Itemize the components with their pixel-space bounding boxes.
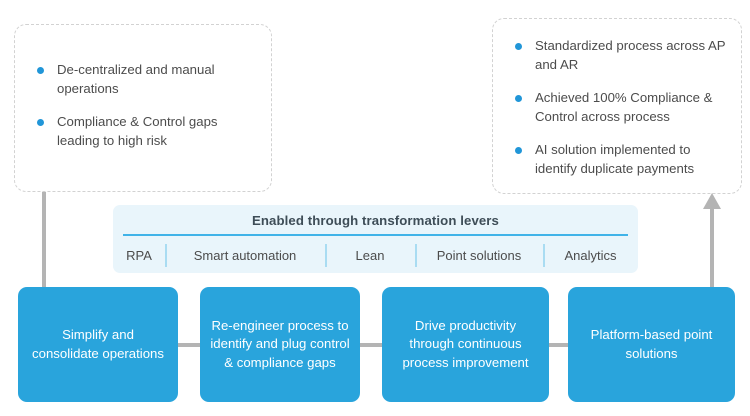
list-item: AI solution implemented to identify dupl…	[513, 141, 727, 178]
outcomes-bullet-list: Standardized process across AP and AR Ac…	[513, 37, 727, 178]
current-state-callout: De-centralized and manual operations Com…	[14, 24, 272, 192]
process-step-platform-based[interactable]: Platform-based point solutions	[568, 287, 735, 402]
list-item: Achieved 100% Compliance & Control acros…	[513, 89, 727, 126]
process-step-drive-productivity[interactable]: Drive productivity through continuous pr…	[382, 287, 549, 402]
bullet-text: AI solution implemented to identify dupl…	[535, 142, 695, 176]
process-step-label: Platform-based point solutions	[590, 327, 713, 361]
bullet-dot-icon	[515, 43, 522, 50]
lever-item-rpa[interactable]: RPA	[126, 248, 152, 263]
bullet-dot-icon	[37, 67, 44, 74]
current-state-bullet-list: De-centralized and manual operations Com…	[35, 61, 257, 150]
bullet-dot-icon	[515, 95, 522, 102]
bullet-text: De-centralized and manual operations	[57, 62, 215, 96]
bullet-dot-icon	[37, 119, 44, 126]
process-step-label: Simplify and consolidate operations	[32, 327, 164, 361]
lever-item-smart-automation[interactable]: Smart automation	[165, 238, 325, 273]
list-item: Standardized process across AP and AR	[513, 37, 727, 74]
connector-current-state-to-step-1	[42, 192, 46, 288]
bullet-text: Achieved 100% Compliance & Control acros…	[535, 90, 713, 124]
process-step-label: Re-engineer process to identify and plug…	[210, 317, 350, 370]
connector-step-1-to-step-2	[178, 343, 200, 347]
bullet-text: Compliance & Control gaps leading to hig…	[57, 114, 218, 148]
connector-step-3-to-step-4	[549, 343, 568, 347]
outcomes-callout: Standardized process across AP and AR Ac…	[492, 18, 742, 194]
lever-item-point-solutions[interactable]: Point solutions	[415, 238, 543, 273]
levers-item-group: RPA Smart automation Lean Point solution…	[113, 238, 638, 273]
levers-title: Enabled through transformation levers	[252, 213, 499, 228]
bullet-text: Standardized process across AP and AR	[535, 38, 726, 72]
bullet-dot-icon	[515, 147, 522, 154]
process-step-reengineer[interactable]: Re-engineer process to identify and plug…	[200, 287, 360, 402]
list-item: De-centralized and manual operations	[35, 61, 257, 98]
process-step-label: Drive productivity through continuous pr…	[402, 317, 529, 370]
levers-divider	[123, 234, 628, 236]
arrow-up-shaft	[710, 208, 714, 288]
lever-item-analytics[interactable]: Analytics	[543, 238, 638, 273]
connector-step-2-to-step-3	[360, 343, 382, 347]
lever-item-lean[interactable]: Lean	[325, 238, 415, 273]
list-item: Compliance & Control gaps leading to hig…	[35, 113, 257, 150]
transformation-levers-band: Enabled through transformation levers RP…	[113, 205, 638, 273]
process-step-simplify-consolidate[interactable]: Simplify and consolidate operations	[18, 287, 178, 402]
arrow-up-icon	[703, 193, 721, 209]
